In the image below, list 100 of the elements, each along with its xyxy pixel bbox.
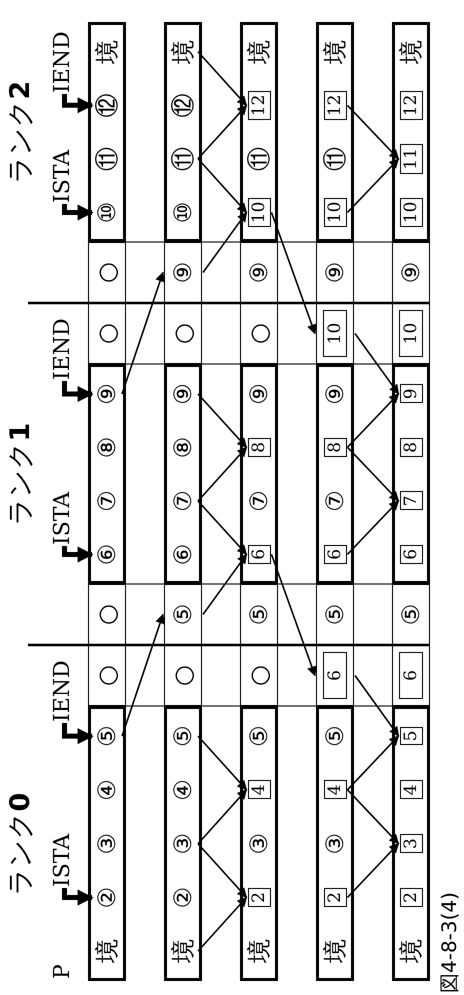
arrow [202,554,248,615]
arrow [197,789,248,844]
arrow [346,789,400,844]
boxed-number: 12 [324,90,346,120]
row-label: P [50,964,75,979]
halo-cell: ○ [164,645,202,706]
rank-block [392,22,430,242]
boxed-number: 10 [400,198,422,228]
cell-label: 境 [245,939,273,964]
rank-block [240,364,278,584]
halo-cell: ○ [88,303,126,364]
heading: ランク2 [4,80,37,184]
rank-block [164,22,202,242]
rank-block [88,706,126,981]
arrow [346,735,400,790]
rank-block [240,22,278,242]
boxed-number: 5 [400,726,422,746]
boxed-number: 8 [400,438,422,457]
rank-block [316,706,354,981]
cell-label: ⑪ [321,146,349,171]
cell-label: ⑦ [245,490,273,512]
heading: ランク1 [4,422,37,526]
cell-label: ② [93,886,121,908]
cell-label: 境 [321,40,349,64]
code-label: IEND [50,660,75,722]
rank-block [88,22,126,242]
cell-label: ⑨ [245,383,273,405]
cell-label: 境 [245,40,273,64]
halo-cell: ⑨ [164,242,202,303]
arrow [197,843,248,898]
cell-label: ⑥ [93,544,121,566]
cell-label: ⑥ [169,544,197,566]
halo-cell: ⑨ [392,242,430,303]
boxed-number: 10 [316,303,354,364]
arrow [197,446,248,502]
cell-label: ⑦ [321,490,349,512]
halo-cell: ○ [240,645,278,706]
arrow [346,104,400,160]
boxed-number: 9 [400,384,422,404]
halo-cell: ○ [88,584,126,645]
halo-cell: ⑤ [240,584,278,645]
boxed-number: 4 [324,780,346,800]
pointer-arrow [62,204,94,220]
arrow [270,212,317,334]
boxed-number: 6 [392,645,430,706]
halo-cell: ○ [88,645,126,706]
cell-label: ⑫ [93,93,121,118]
cell-label: ⑧ [169,436,197,458]
cell-label: ④ [93,779,121,801]
cell-label: ③ [245,832,273,854]
code-label: ISTA [50,492,75,545]
rank-block [316,364,354,584]
cell-label: ② [169,886,197,908]
cell-label: ⑪ [169,146,197,171]
halo-cell: ⑨ [316,242,354,303]
arrow [346,842,400,898]
boxed-number: 4 [248,780,270,800]
boxed-number: 6 [400,544,422,564]
boxed-number: 6 [324,544,346,564]
cell-label: ④ [169,779,197,801]
cell-label: 境 [93,40,121,64]
code-label: ISTA [50,150,75,203]
boxed-number: 10 [392,303,430,364]
boxed-number: 3 [400,834,422,853]
rank-block [316,22,354,242]
cell-label: ⑪ [245,146,273,171]
boxed-number: 6 [316,645,354,706]
rank-block [240,706,278,981]
boxed-number: 8 [324,438,346,457]
cell-label: ⑦ [93,490,121,512]
cell-label: ⑩ [93,202,121,224]
boxed-number: 2 [400,888,422,907]
cell-label: 境 [397,40,425,64]
rank-block [88,364,126,584]
arrow [197,393,248,448]
boxed-number: 8 [248,438,270,457]
arrow [346,500,400,555]
arrow [197,158,248,214]
cell-label: ⑤ [321,725,349,747]
cell-label: ③ [93,832,121,854]
boxed-number: 4 [400,780,422,800]
pointer-arrow [62,546,94,562]
halo-cell: ⑨ [240,242,278,303]
boxed-number: 6 [248,544,270,564]
halo-cell: ○ [88,242,126,303]
arrow [346,393,400,448]
arrow [202,212,248,273]
cell-label: 境 [169,939,197,964]
halo-cell: ⑤ [316,584,354,645]
rank-block [164,706,202,981]
boxed-number: 10 [324,198,346,228]
cell-label: 境 [397,939,425,964]
cell-label: ⑪ [93,146,121,171]
cell-label: 境 [321,939,349,964]
code-label: ISTA [50,834,75,887]
boxed-number: 2 [248,888,270,907]
cell-label: ⑫ [169,93,197,118]
arrow [121,272,165,394]
pointer-arrow [62,94,94,114]
pointer-arrow [62,381,94,402]
